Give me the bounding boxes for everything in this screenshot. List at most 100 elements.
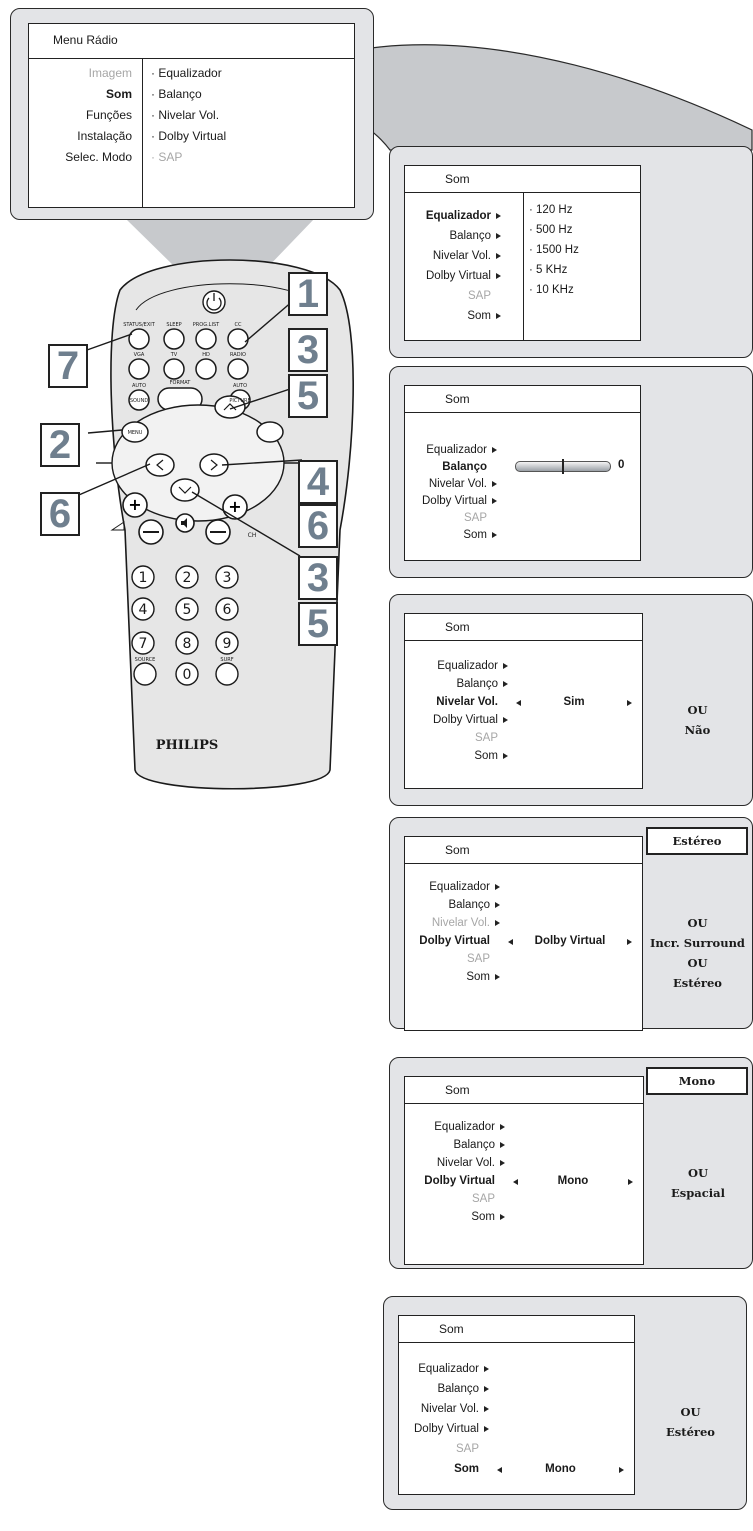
menu-row: Dolby Virtual <box>405 270 501 282</box>
top-menu-right-item: · Dolby Virtual <box>151 129 227 143</box>
menu-row-label: SAP <box>471 1193 495 1205</box>
arrow-right-icon <box>495 883 500 890</box>
menu-row-label: Som <box>463 529 487 541</box>
step-2: 2 <box>40 423 80 467</box>
menu-row: SAP <box>405 512 497 524</box>
menu-row: Equalizador <box>405 1121 505 1133</box>
proglist-button <box>195 328 217 350</box>
menu-row: SAP <box>399 1443 489 1455</box>
option-item: · 1500 Hz <box>529 244 579 256</box>
label-picture: PICTURE <box>229 398 250 404</box>
key-down <box>170 478 200 502</box>
label-proglist: PROG.LIST <box>193 322 220 328</box>
slider-knob <box>562 459 564 474</box>
arrow-right-icon <box>496 232 501 239</box>
option-item: · 10 KHz <box>529 284 574 296</box>
label-format: FORMAT <box>170 380 192 386</box>
menu-row-label: Som <box>474 750 498 762</box>
arrow-left-icon <box>516 700 521 706</box>
top-menu-divider <box>142 58 143 207</box>
screen-title: Som <box>405 837 642 864</box>
menu-row-label: Equalizador <box>425 210 491 222</box>
arrow-right-icon <box>495 973 500 980</box>
step-6-left: 6 <box>40 492 80 536</box>
digit-9: 9 <box>223 636 232 652</box>
menu-row: Balanço <box>399 1383 489 1395</box>
arrow-right-icon <box>495 901 500 908</box>
screen-title: Som <box>405 1077 643 1104</box>
arrow-right-icon <box>628 1179 633 1185</box>
cc-button <box>227 328 249 350</box>
menu-row: Nivelar Vol. <box>399 1403 489 1415</box>
step-1: 1 <box>288 272 328 316</box>
label-auto2: AUTO <box>233 383 247 389</box>
top-menu-left-item: Som <box>105 87 132 101</box>
top-menu-title: Menu Rádio <box>29 24 354 59</box>
menu-row-label: Equalizador <box>434 1121 495 1133</box>
side-option: Estéreo <box>673 976 722 990</box>
remote-brand: PHILIPS <box>156 738 219 753</box>
side-option: Não <box>684 723 711 737</box>
menu-row-label: SAP <box>466 953 490 965</box>
menu-row-label: Nivelar Vol. <box>436 696 498 708</box>
top-menu-left-item: Selec. Modo <box>65 150 132 164</box>
menu-row-label: Balanço <box>449 230 491 242</box>
arrow-right-icon <box>503 752 508 759</box>
menu-row: Equalizador <box>399 1363 489 1375</box>
side-option: OU <box>687 956 708 970</box>
menu-row-label: Balanço <box>456 678 498 690</box>
light-beam <box>125 218 315 270</box>
arrow-right-icon <box>496 252 501 259</box>
menu-row: Som <box>405 1211 505 1223</box>
mode-box: Mono <box>646 1067 748 1095</box>
digit-6: 6 <box>223 602 232 618</box>
menu-row-label: SAP <box>467 290 491 302</box>
menu-row: Balanço <box>405 899 500 911</box>
selector: Sim <box>516 696 632 710</box>
arrow-right-icon <box>492 497 497 504</box>
label-tv: TV <box>170 352 178 358</box>
menu-row: SAP <box>405 953 500 965</box>
menu-row: SAP <box>405 1193 505 1205</box>
arrow-right-icon <box>619 1467 624 1473</box>
step-3-upper: 3 <box>288 328 328 372</box>
top-menu-right-item: · Balanço <box>151 87 202 101</box>
menu-row-label: Som <box>471 1211 495 1223</box>
arrow-right-icon <box>503 716 508 723</box>
menu-row: Nivelar Vol. <box>405 1157 505 1169</box>
surf-button <box>215 662 239 686</box>
svg-text:+: + <box>128 495 141 514</box>
label-vga: VGA <box>134 352 145 358</box>
top-menu-right-item: · Nivelar Vol. <box>151 108 220 122</box>
digit-8: 8 <box>183 636 192 652</box>
menu-row-label: Dolby Virtual <box>424 1175 495 1187</box>
selector: Mono <box>497 1463 624 1477</box>
label-radio: RADIO <box>230 352 246 358</box>
menu-row-label: SAP <box>455 1443 479 1455</box>
arrow-right-icon <box>492 446 497 453</box>
menu-row-label: Som <box>454 1463 479 1475</box>
menu-row-label: Nivelar Vol. <box>432 250 491 262</box>
menu-row-label: Balanço <box>448 899 490 911</box>
screen-title: Som <box>405 166 640 193</box>
top-menu-left-item: Instalação <box>77 129 132 143</box>
menu-row-label: Equalizador <box>437 660 498 672</box>
menu-row-label: Som <box>466 971 490 983</box>
options-divider <box>523 192 524 340</box>
option-item: · 5 KHz <box>529 264 568 276</box>
menu-row: Dolby Virtual <box>405 935 500 947</box>
label-menu: MENU <box>128 430 143 436</box>
vga-button <box>128 358 150 380</box>
balance-slider <box>515 459 611 474</box>
digit-1: 1 <box>139 570 148 586</box>
top-menu-left-item: Imagem <box>88 66 132 80</box>
menu-row-label: SAP <box>474 732 498 744</box>
label-sound: SOUND <box>130 398 149 404</box>
digit-5: 5 <box>183 602 192 618</box>
menu-row-label: Balanço <box>437 1383 479 1395</box>
